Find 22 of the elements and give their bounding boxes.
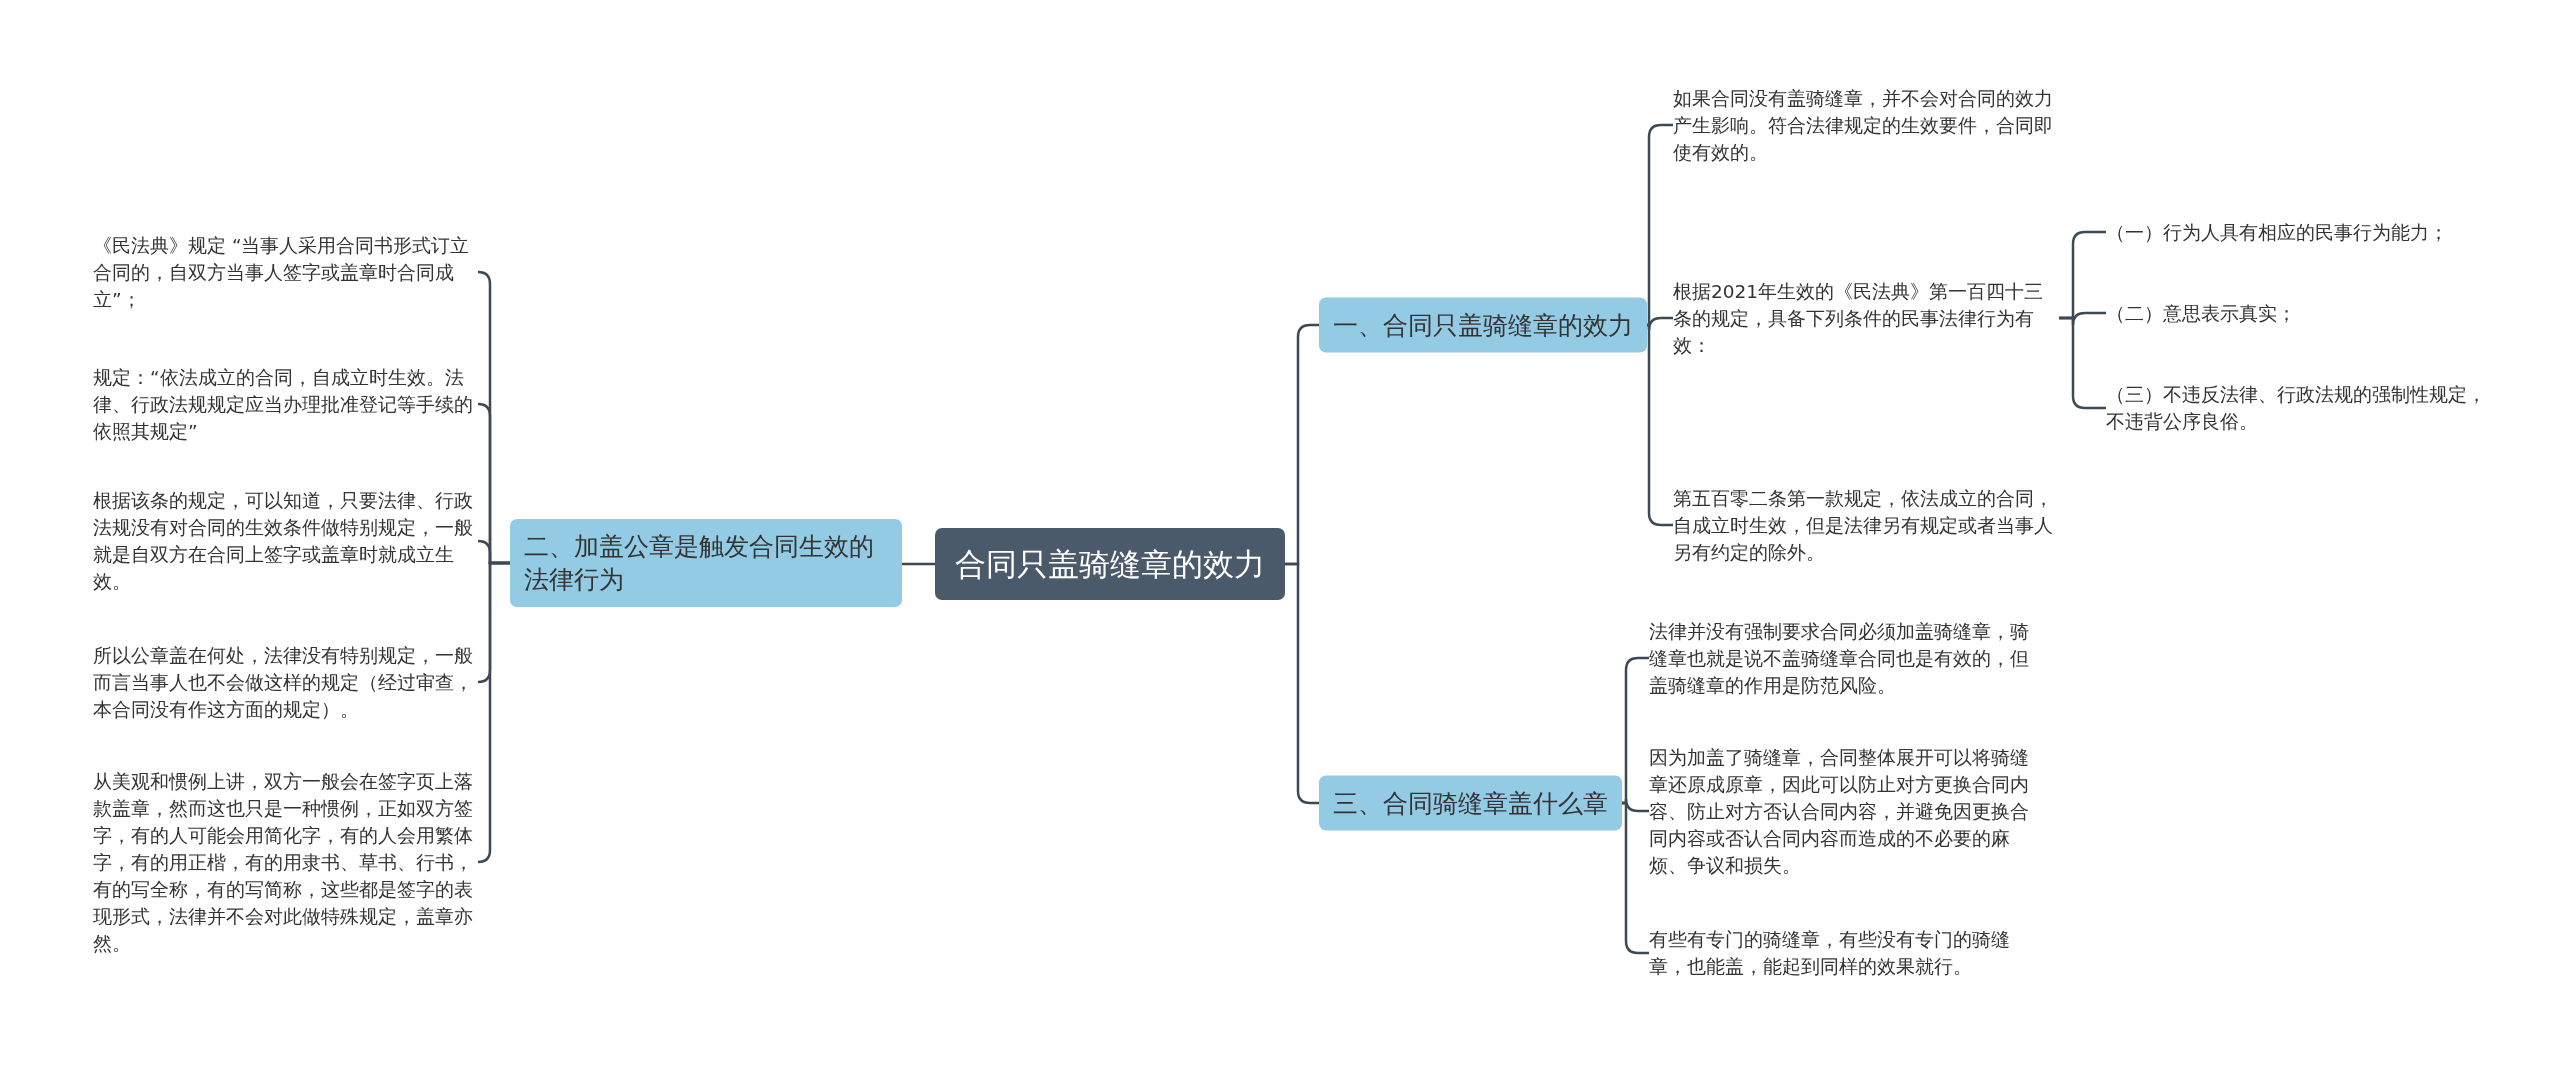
note-text: 从美观和惯例上讲，双方一般会在签字页上落款盖章，然而这也只是一种惯例，正如双方签字，有的人可能会用简化字，有的人会用繁体字，有的用正楷，有的用隶书、草书、行书，有的写全称，有的写简称，这些都是签字的表现形式，法律并不会对此做特殊规定，盖章亦然。 [93,767,478,957]
note-text: 法律并没有强制要求合同必须加盖骑缝章，骑缝章也就是说不盖骑缝章合同也是有效的，但盖骑缝章的作用是防范风险。 [1649,617,2035,699]
note-text: 如果合同没有盖骑缝章，并不会对合同的效力产生影响。符合法律规定的生效要件，合同即使有效的。 [1673,84,2059,166]
note-text: 根据2021年生效的《民法典》第一百四十三条的规定，具备下列条件的民事法律行为有效： [1673,277,2059,359]
note-text: （三）不违反法律、行政法规的强制性规定，不违背公序良俗。 [2106,381,2496,435]
topic-box: 三、合同骑缝章盖什么章 [1319,775,1622,831]
note-text: 第五百零二条第一款规定，依法成立的合同，自成立时生效，但是法律另有规定或者当事人另有约定的除外。 [1673,484,2059,566]
topic-box: 二、加盖公章是触发合同生效的法律行为 [510,519,902,607]
note-text: 所以公章盖在何处，法律没有特别规定，一般而言当事人也不会做这样的规定（经过审查，本合同没有作这方面的规定）。 [93,641,478,723]
central-topic-box: 合同只盖骑缝章的效力 [935,528,1285,600]
note-text: （二）意思表示真实； [2106,299,2496,327]
note-text: 根据该条的规定，可以知道，只要法律、行政法规没有对合同的生效条件做特别规定，一般就是自双方在合同上签字或盖章时就成立生效。 [93,487,478,595]
note-text: 因为加盖了骑缝章，合同整体展开可以将骑缝章还原成原章，因此可以防止对方更换合同内容、防止对方否认合同内容，并避免因更换合同内容或否认合同内容而造成的不必要的麻烦、争议和损失。 [1649,743,2035,879]
connector-line [902,562,935,566]
connector-line [1285,562,1319,805]
note-text: 有些有专门的骑缝章，有些没有专门的骑缝章，也能盖，能起到同样的效果就行。 [1649,926,2035,980]
connector-line [476,561,510,864]
note-text: 规定：“依法成立的合同，自成立时生效。法律、行政法规规定应当办理批准登记等手续的依照其规定” [93,363,478,445]
note-text: （一）行为人具有相应的民事行为能力； [2106,218,2496,246]
topic-box: 一、合同只盖骑缝章的效力 [1319,297,1647,353]
connector-line [1622,797,1649,813]
note-text: 《民法典》规定 “当事人采用合同书形式订立合同的，自双方当事人签字或盖章时合同成立”； [93,231,478,313]
